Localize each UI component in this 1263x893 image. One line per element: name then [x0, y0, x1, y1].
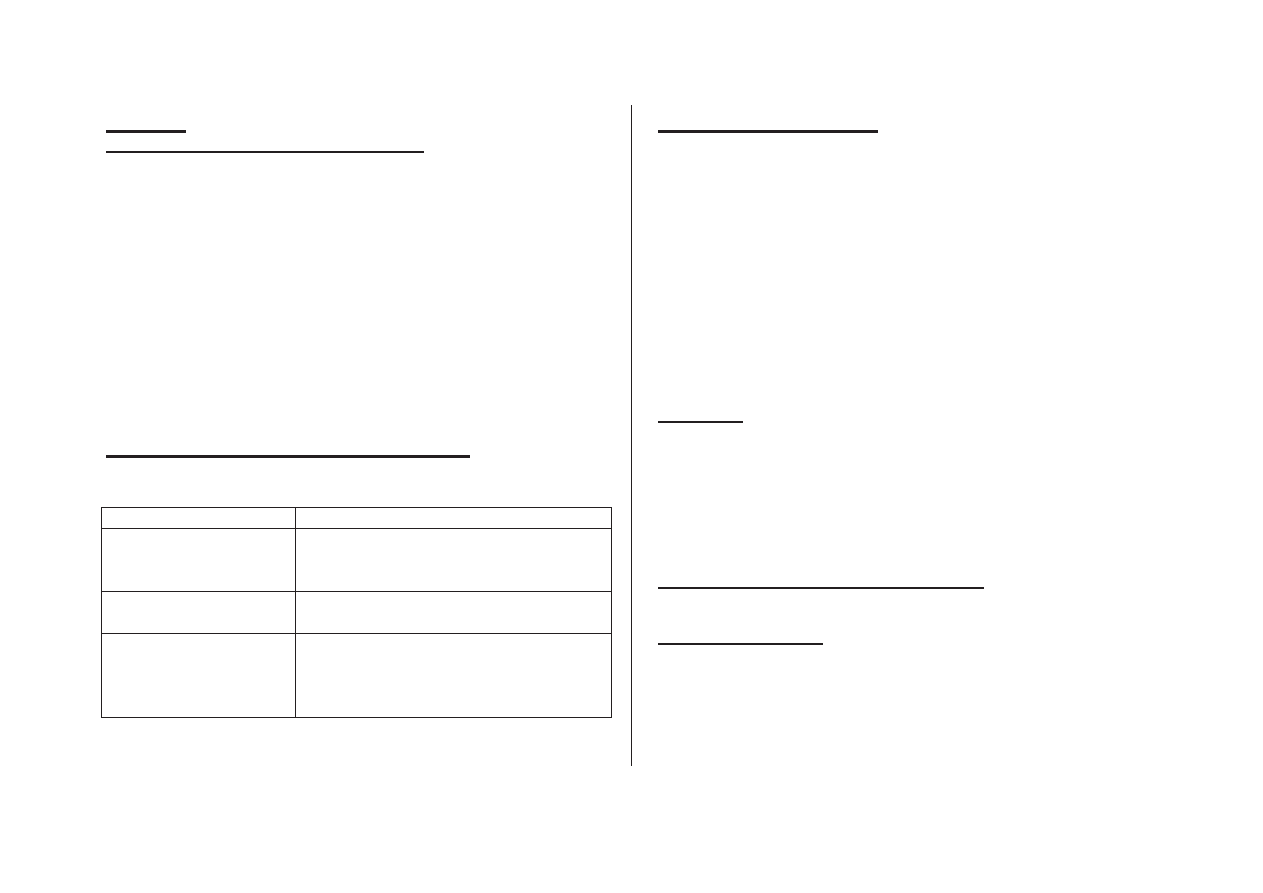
table-cell — [101, 591, 296, 634]
right-subheading-rule-1 — [658, 587, 984, 589]
table-cell — [295, 507, 612, 529]
table-cell — [101, 507, 296, 529]
left-data-table — [101, 507, 612, 718]
right-heading-rule-1 — [658, 130, 878, 133]
right-heading-rule-3 — [658, 643, 823, 645]
table-cell — [101, 633, 296, 718]
right-heading-rule-2 — [658, 421, 743, 423]
table-cell — [295, 633, 612, 718]
table-row — [101, 633, 612, 718]
left-subheading-rule-1 — [106, 151, 424, 153]
table-cell — [295, 591, 612, 634]
table-header-row — [101, 507, 612, 529]
left-heading-rule-2 — [106, 455, 470, 458]
column-divider — [631, 105, 632, 766]
table-cell — [295, 528, 612, 592]
table-row — [101, 528, 612, 592]
table-row — [101, 591, 612, 634]
table-cell — [101, 528, 296, 592]
left-heading-rule-1 — [106, 130, 186, 133]
